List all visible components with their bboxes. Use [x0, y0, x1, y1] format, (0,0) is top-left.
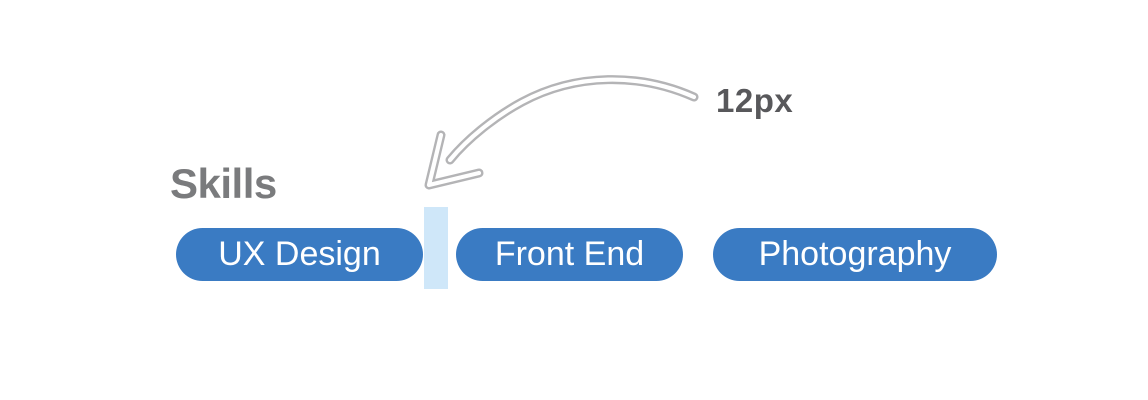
gap-size-label: 12px: [716, 82, 794, 119]
arrow-body-outline: [445, 75, 699, 165]
skill-pill-photography[interactable]: Photography: [713, 228, 997, 281]
arrow-head-outline: [424, 130, 484, 190]
gap-highlight: [424, 207, 448, 289]
arrow-head-inner: [426, 132, 482, 188]
skills-heading: Skills: [170, 160, 277, 207]
skill-pill-front-end[interactable]: Front End: [456, 228, 683, 281]
arrow-body-inner: [447, 77, 697, 163]
skill-pill-ux-design[interactable]: UX Design: [176, 228, 423, 281]
